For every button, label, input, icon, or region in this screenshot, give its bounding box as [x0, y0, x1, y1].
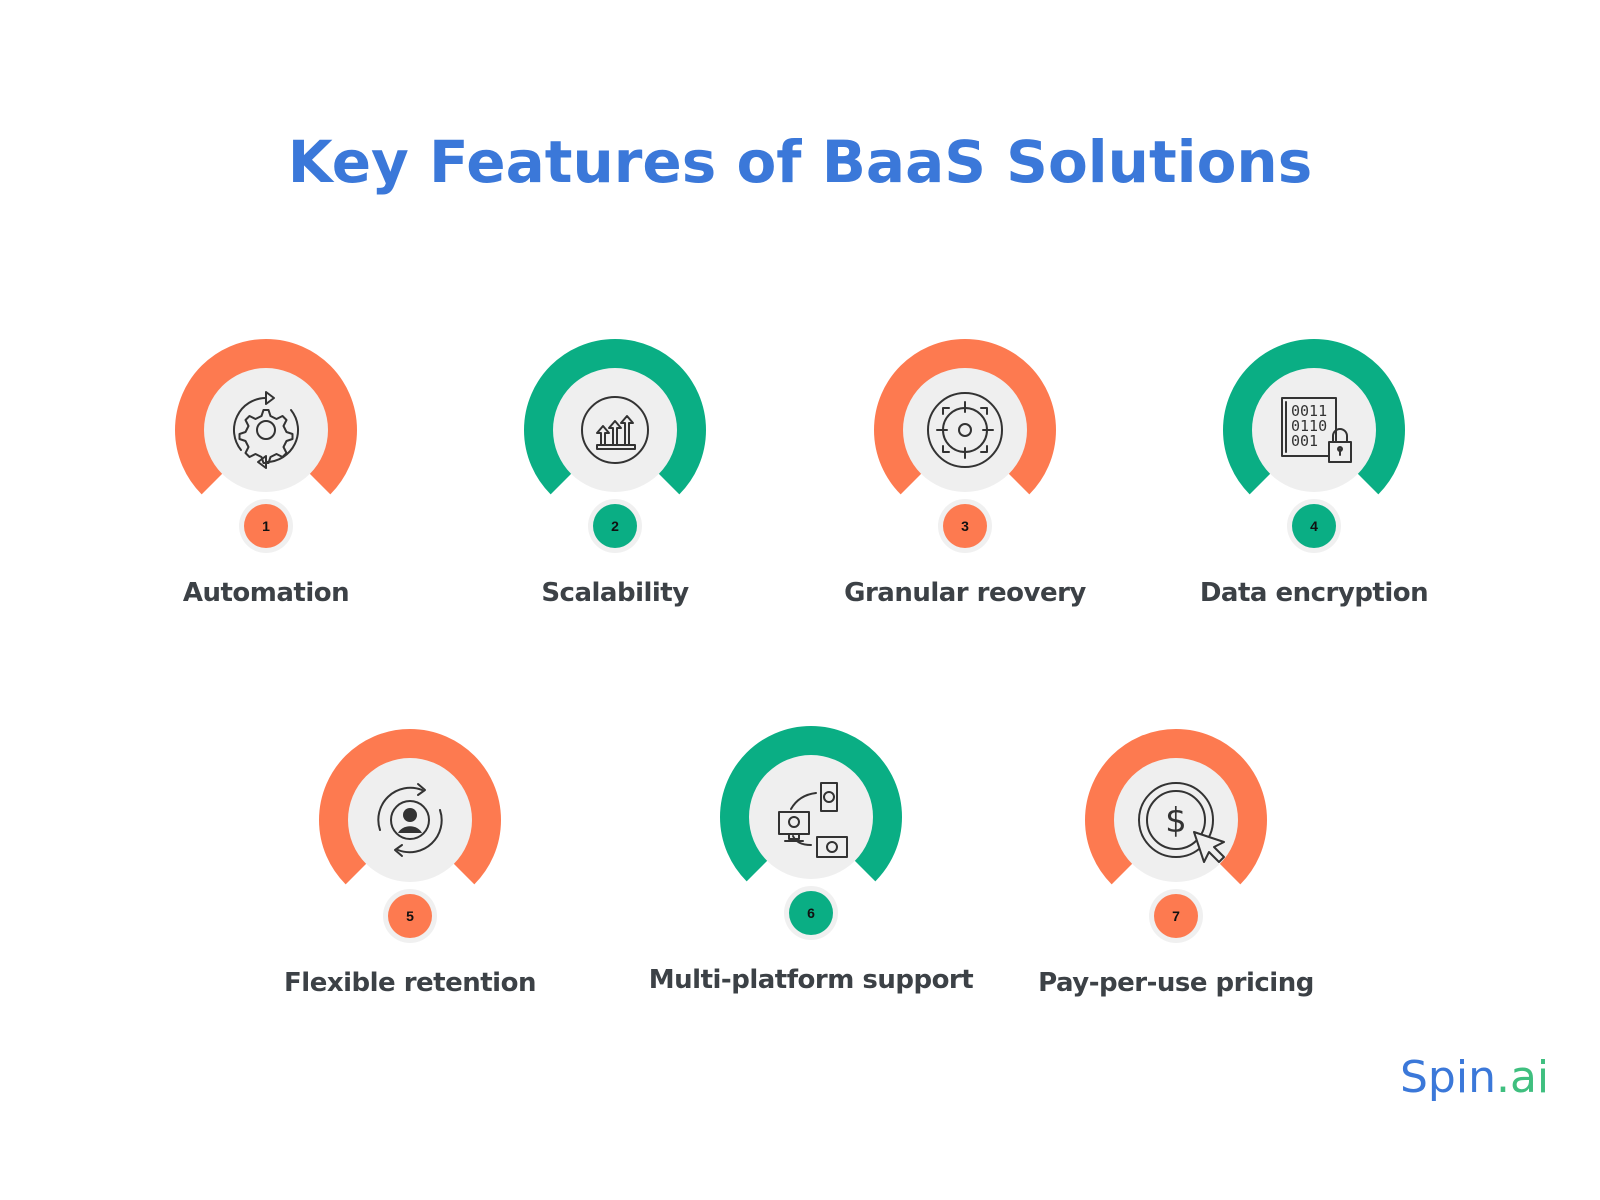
svg-text:0110: 0110: [1291, 417, 1327, 435]
arc-ring: [720, 726, 902, 882]
number-badge-dot: 1: [244, 504, 288, 548]
gauge-arc: [874, 339, 1056, 495]
icon-circle: [204, 368, 328, 492]
number-badge: 6: [784, 886, 838, 940]
number-badge-dot: 2: [593, 504, 637, 548]
feature-label: Data encryption: [1199, 578, 1429, 608]
feature-7: $ 7 Pay-per-use pricing: [996, 720, 1356, 1020]
feature-2: 2 Scalability: [435, 330, 795, 630]
arc-ring: [1223, 339, 1405, 495]
feature-1: 1 Automation: [86, 330, 446, 630]
target-icon: [927, 392, 1003, 468]
feature-label: Granular reovery: [844, 578, 1086, 608]
icon-circle: [903, 368, 1027, 492]
icon-circle: [553, 368, 677, 492]
feature-label: Pay-per-use pricing: [1038, 968, 1314, 998]
arc-ring: [1085, 729, 1267, 885]
svg-text:001: 001: [1291, 432, 1318, 450]
spin-ai-logo: Spin.ai: [1400, 1052, 1549, 1103]
number-badge-dot: 5: [388, 894, 432, 938]
feature-label: Automation: [182, 578, 350, 608]
arc-ring: [874, 339, 1056, 495]
devices-sync-icon: [778, 782, 848, 858]
feature-label: Multi-platform support: [648, 965, 974, 995]
logo-part-ai: .ai: [1495, 1052, 1550, 1103]
number-badge: 7: [1149, 889, 1203, 943]
gauge-arc: [720, 726, 902, 882]
arc-ring: [524, 339, 706, 495]
user-cycle-icon: [377, 783, 443, 857]
number-badge: 3: [938, 499, 992, 553]
feature-label: Flexible retention: [284, 968, 536, 998]
arc-ring: [175, 339, 357, 495]
page-title: Key Features of BaaS Solutions: [287, 128, 1313, 196]
gauge-arc: [175, 339, 357, 495]
number-badge: 2: [588, 499, 642, 553]
number-badge: 5: [383, 889, 437, 943]
number-badge-dot: 3: [943, 504, 987, 548]
svg-text:$: $: [1165, 801, 1187, 841]
feature-5: 5 Flexible retention: [230, 720, 590, 1020]
number-badge: 4: [1287, 499, 1341, 553]
svg-text:0011: 0011: [1291, 402, 1327, 420]
number-badge-dot: 4: [1292, 504, 1336, 548]
icon-circle: [749, 755, 873, 879]
arc-ring: [319, 729, 501, 885]
number-badge: 1: [239, 499, 293, 553]
dollar-click-icon: $: [1138, 782, 1225, 863]
growth-arrows-icon: [581, 396, 649, 464]
feature-label: Scalability: [541, 578, 689, 608]
feature-3: 3 Granular reovery: [785, 330, 1145, 630]
gauge-arc: [319, 729, 501, 885]
number-badge-dot: 7: [1154, 894, 1198, 938]
gauge-arc: [524, 339, 706, 495]
number-badge-dot: 6: [789, 891, 833, 935]
gauge-arc: $: [1085, 729, 1267, 885]
logo-part-spin: Spin: [1400, 1052, 1496, 1103]
gear-cycle-icon: [232, 391, 300, 469]
feature-6: 6 Multi-platform support: [631, 717, 991, 1017]
